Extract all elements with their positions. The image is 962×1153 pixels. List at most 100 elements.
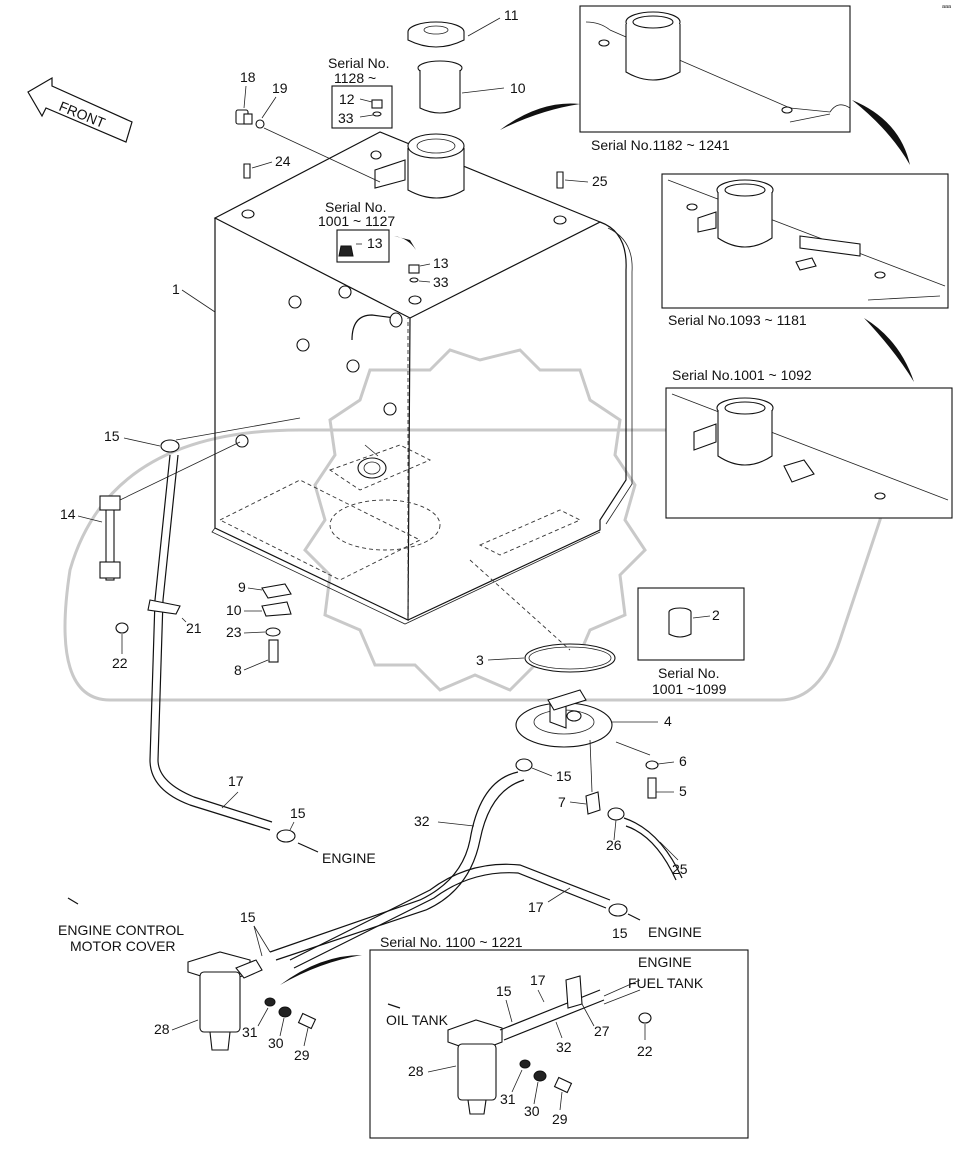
serial-label-1001-1127-line2: 1001 ~ 1127 (318, 213, 395, 229)
hose-32 (269, 771, 519, 953)
strainer (417, 60, 463, 114)
callout-33b: 33 (433, 274, 449, 290)
callout-17b: 17 (528, 899, 544, 915)
serial-label-1001-1092: Serial No.1001 ~ 1092 (672, 367, 812, 383)
nut-22-left (115, 622, 129, 634)
label-fuel-tank: FUEL TANK (628, 975, 704, 991)
serial-label-1093-1181: Serial No.1093 ~ 1181 (668, 312, 807, 328)
callout-17a: 17 (228, 773, 244, 789)
callout-6: 6 (679, 753, 687, 769)
fuel-tank-body (211, 131, 633, 625)
callout-15c: 15 (290, 805, 306, 821)
callout-15e: 15 (240, 909, 256, 925)
serial-label-1128-line2: 1128 ~ (334, 70, 376, 86)
callout-30a: 30 (268, 1035, 284, 1051)
corner-mark: ᵃᵃᵃ (942, 3, 952, 12)
clip-15-lower (276, 829, 296, 843)
serial-1001-1127-detail: Serial No. 1001 ~ 1127 (318, 199, 416, 263)
callout-31b: 31 (500, 1091, 516, 1107)
washer-6 (645, 760, 659, 770)
bolt-24-left (243, 163, 251, 179)
callout-18: 18 (240, 69, 256, 85)
hose-25 (623, 817, 683, 879)
callout-13b: 13 (367, 235, 383, 251)
clip-26 (607, 807, 625, 821)
front-label: FRONT (57, 98, 108, 131)
callout-14: 14 (60, 506, 76, 522)
serial-label-1001-1127-line1: Serial No. (325, 199, 386, 215)
washer-23 (265, 627, 281, 637)
callout-29a: 29 (294, 1047, 310, 1063)
callout-29b: 29 (552, 1111, 568, 1127)
fuel-sender-4 (515, 689, 613, 748)
serial-1128-detail: Serial No. 1128 ~ (328, 55, 393, 129)
label-engine-detail: ENGINE (638, 954, 692, 970)
callout-19: 19 (272, 80, 288, 96)
callout-8: 8 (234, 662, 242, 678)
callout-17c: 17 (530, 972, 546, 988)
hose-17-middle (289, 863, 611, 961)
clip-15-sender (515, 758, 533, 772)
label-engine-control-line1: ENGINE CONTROL (58, 922, 184, 938)
detail-serial-1093-1181: Serial No.1093 ~ 1181 (661, 173, 949, 382)
serial-label-1128-line1: Serial No. (328, 55, 389, 71)
hose-17-left (149, 454, 271, 831)
callout-30b: 30 (524, 1103, 540, 1119)
bolt-24-right (556, 171, 564, 189)
callout-32a: 32 (414, 813, 430, 829)
callout-15d: 15 (612, 925, 628, 941)
filler-cap (407, 21, 465, 48)
callout-33a: 33 (338, 110, 354, 126)
serial-label-1182-1241: Serial No.1182 ~ 1241 (591, 137, 730, 153)
plug-13 (408, 264, 420, 274)
callouts: 11 10 18 19 12 33 24 25 13 13 33 1 15 14… (60, 7, 720, 1127)
clip-15-right (608, 903, 628, 917)
oring-3 (524, 643, 616, 673)
callout-11: 10 (510, 80, 526, 96)
callout-9: 9 (238, 579, 246, 595)
fuel-filter-assembly (187, 951, 317, 1051)
callout-4: 4 (664, 713, 672, 729)
detail-serial-1100-1221: Serial No. 1100 ~ 1221 (369, 934, 749, 1139)
washer-33 (409, 277, 419, 283)
callout-5: 5 (679, 783, 687, 799)
callout-13a: 12 (339, 91, 355, 107)
serial-1001-1099-detail: Serial No. 1001 ~1099 (637, 587, 745, 697)
callout-15b: 15 (556, 768, 572, 784)
bracket-10 (261, 601, 292, 617)
detail-serial-1182-1241: Serial No.1182 ~ 1241 (500, 5, 910, 165)
label-engine-middle: ENGINE (648, 924, 702, 940)
hose-clip-15-top (160, 439, 180, 453)
callout-7: 7 (558, 794, 566, 810)
fitting-7 (585, 791, 601, 815)
clamp-21 (147, 599, 181, 615)
callout-23: 23 (226, 624, 242, 640)
callout-12: 11 (504, 7, 519, 23)
callout-22a: 22 (112, 655, 128, 671)
callout-32b: 32 (556, 1039, 572, 1055)
callout-15f: 15 (496, 983, 512, 999)
callout-28b: 28 (408, 1063, 424, 1079)
oring-19 (255, 119, 265, 129)
callout-13c: 13 (433, 255, 449, 271)
callout-10: 10 (226, 602, 242, 618)
serial-label-1100-1221: Serial No. 1100 ~ 1221 (380, 934, 523, 950)
front-arrow: FRONT (27, 76, 133, 143)
label-oil-tank: OIL TANK (386, 1012, 449, 1028)
callout-31a: 31 (242, 1024, 258, 1040)
callout-15a: 15 (104, 428, 120, 444)
callout-24b: 25 (592, 173, 608, 189)
callout-26: 26 (606, 837, 622, 853)
callout-24a: 24 (275, 153, 291, 169)
callout-2: 2 (712, 607, 720, 623)
serial-label-1001-1099-line1: Serial No. (658, 665, 719, 681)
fuel-level-gauge-14 (99, 441, 241, 581)
label-engine-left: ENGINE (322, 850, 376, 866)
callout-3: 3 (476, 652, 484, 668)
label-engine-control-line2: MOTOR COVER (70, 938, 176, 954)
callout-28a: 28 (154, 1021, 170, 1037)
callout-27: 27 (594, 1023, 610, 1039)
detail-serial-1001-1092: Serial No.1001 ~ 1092 (665, 367, 953, 519)
bolt-5 (647, 777, 657, 799)
